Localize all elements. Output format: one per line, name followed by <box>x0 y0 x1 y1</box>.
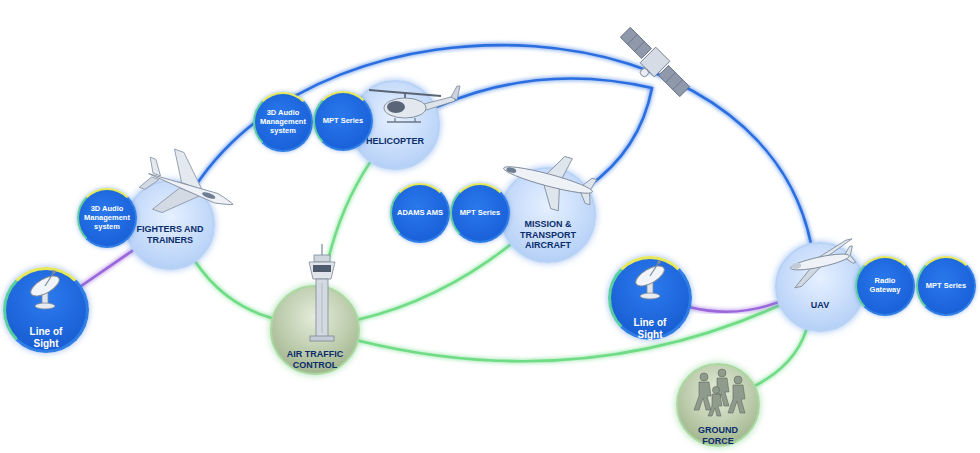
node-label: MPT Series <box>454 209 506 218</box>
platform-circle: UAV <box>775 242 865 332</box>
label-block: UAV <box>780 300 860 311</box>
node-label: MISSION & TRANSPORT AIRCRAFT <box>517 219 579 251</box>
system-badge: 3D Audio Management system <box>77 188 137 248</box>
link-line <box>359 306 779 362</box>
label-block: FIGHTERS AND TRAINERS <box>130 224 210 245</box>
ground-station-circle: AIR TRAFFIC CONTROL <box>270 285 360 375</box>
node-label: ADAMS AMS <box>394 209 446 218</box>
system-badge: 3D Audio Management system <box>253 92 313 152</box>
system-badge: MPT Series <box>916 256 976 316</box>
label-block: 3D Audio Management system <box>257 109 309 136</box>
label-block: MPT Series <box>317 117 369 126</box>
platform-circle: MISSION & TRANSPORT AIRCRAFT <box>500 167 596 263</box>
label-block: MPT Series <box>454 209 506 218</box>
link-line <box>195 45 811 243</box>
label-block: ADAMS AMS <box>394 209 446 218</box>
node-label: MPT Series <box>920 282 972 291</box>
link-line <box>359 245 511 320</box>
label-block: MPT Series <box>920 282 972 291</box>
satellite-illustration <box>612 25 693 106</box>
node-label: 3D Audio Management system <box>81 205 133 232</box>
node-label: UAV <box>780 300 860 311</box>
label-block: GROUND FORCE <box>692 425 744 446</box>
platform-circle: FIGHTERS AND TRAINERS <box>125 180 215 270</box>
link-line <box>755 330 806 386</box>
line-of-sight-badge: Line of Sight <box>3 267 89 353</box>
link-line <box>691 302 778 311</box>
label-block: Radio Gateway <box>859 277 911 295</box>
link-line <box>82 250 133 285</box>
line-of-sight-badge: Line of Sight <box>608 256 692 340</box>
node-label: Line of Sight <box>20 326 72 350</box>
link-line <box>196 262 272 318</box>
node-label: 3D Audio Management system <box>257 109 309 136</box>
label-block: MISSION & TRANSPORT AIRCRAFT <box>517 219 579 251</box>
node-label: MPT Series <box>317 117 369 126</box>
node-label: AIR TRAFFIC CONTROL <box>279 349 351 370</box>
label-block: Line of Sight <box>20 326 72 350</box>
system-badge: Radio Gateway <box>855 256 915 316</box>
system-badge: MPT Series <box>450 183 510 243</box>
node-label: Radio Gateway <box>859 277 911 295</box>
link-line <box>323 162 370 285</box>
label-block: 3D Audio Management system <box>81 205 133 232</box>
label-block: AIR TRAFFIC CONTROL <box>279 349 351 370</box>
system-badge: MPT Series <box>313 91 373 151</box>
label-block: Line of Sight <box>624 317 676 341</box>
system-badge: ADAMS AMS <box>390 183 450 243</box>
node-label: GROUND FORCE <box>692 425 744 446</box>
node-label: FIGHTERS AND TRAINERS <box>130 224 210 245</box>
ground-station-circle: GROUND FORCE <box>676 363 760 447</box>
node-label: Line of Sight <box>624 317 676 341</box>
